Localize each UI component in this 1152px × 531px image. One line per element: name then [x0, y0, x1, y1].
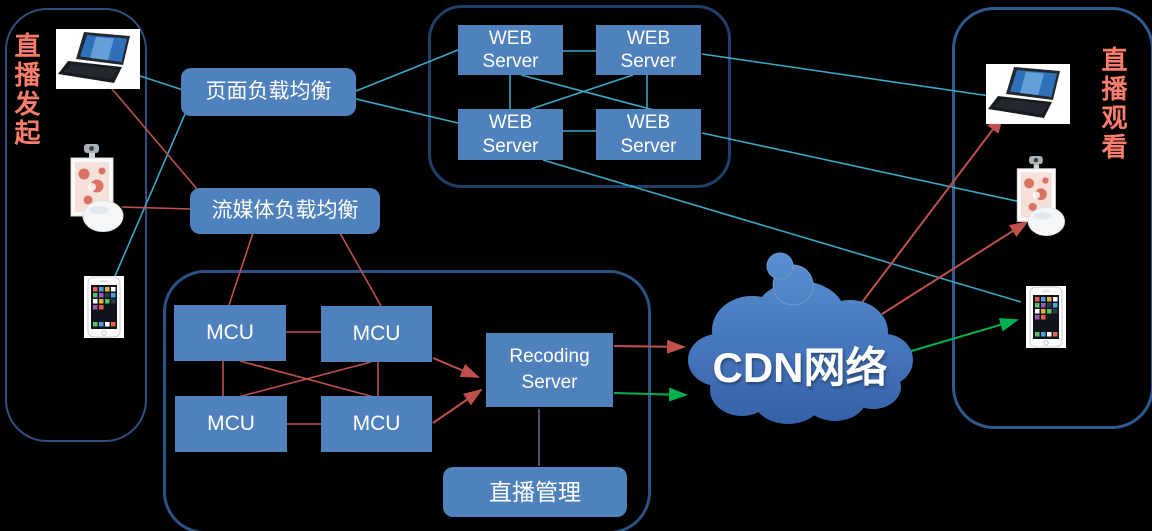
mcu-node-1: MCU	[174, 305, 286, 361]
smartphone-icon	[1024, 286, 1068, 353]
viewer-panel-label: 直播观看	[1098, 46, 1128, 162]
source-panel-label: 直播发起	[11, 32, 41, 148]
mcu-cluster	[163, 270, 651, 531]
mcu-node-4: MCU	[321, 396, 432, 452]
web-server-node-4: WEB Server	[596, 109, 701, 160]
mcu-node-2: MCU	[321, 306, 432, 362]
live-management-node: 直播管理	[443, 467, 627, 517]
laptop-icon	[986, 63, 1070, 130]
web-server-node-1: WEB Server	[458, 25, 563, 75]
mcu-node-3: MCU	[175, 396, 287, 452]
page-load-balancer-node: 页面负载均衡	[181, 68, 356, 116]
camera-terminal-icon	[68, 144, 124, 237]
web-server-node-3: WEB Server	[458, 109, 563, 160]
camera-terminal-icon	[1012, 156, 1068, 241]
stream-load-balancer-node: 流媒体负载均衡	[190, 188, 380, 234]
cloud-shape	[688, 281, 913, 424]
cdn-cloud	[688, 252, 913, 424]
laptop-icon	[56, 29, 140, 94]
cdn-network-label: CDN网络	[712, 344, 888, 391]
cloud-bubble-icon	[766, 252, 794, 280]
web-server-node-2: WEB Server	[596, 25, 701, 75]
smartphone-icon	[84, 276, 124, 343]
recoding-server-node: Recoding Server	[486, 333, 613, 407]
